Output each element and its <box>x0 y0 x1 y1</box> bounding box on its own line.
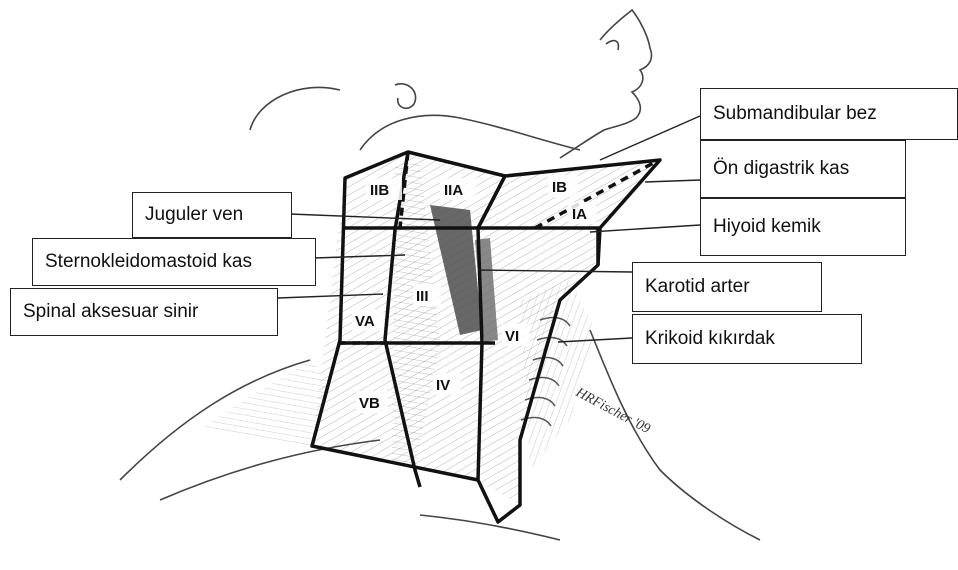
head-outline <box>250 10 652 158</box>
label-text: Spinal aksesuar sinir <box>23 301 198 323</box>
level-iv-label: IV <box>436 377 450 394</box>
label-submandibular-gland: Submandibular bez <box>700 88 958 140</box>
label-anterior-digastric: Ön digastrik kas <box>700 140 906 198</box>
label-sternocleidomastoid: Sternokleidomastoid kas <box>32 238 316 286</box>
label-spinal-accessory-nerve: Spinal aksesuar sinir <box>10 288 278 336</box>
label-text: Ön digastrik kas <box>713 158 849 180</box>
label-carotid-artery: Karotid arter <box>632 262 822 312</box>
label-text: Karotid arter <box>645 276 750 298</box>
label-jugular-vein: Juguler ven <box>132 192 292 238</box>
level-iii-label: III <box>416 288 429 305</box>
label-text: Juguler ven <box>145 204 243 226</box>
label-text: Submandibular bez <box>713 103 877 125</box>
level-ia-label: IA <box>572 206 587 223</box>
level-iib-label: IIB <box>370 182 389 199</box>
label-cricoid-cartilage: Krikoid kıkırdak <box>632 314 862 364</box>
level-va-label: VA <box>355 313 375 330</box>
label-hyoid-bone: Hiyoid kemik <box>700 198 906 256</box>
level-iia-label: IIA <box>444 182 463 199</box>
level-vb-label: VB <box>359 395 380 412</box>
level-ib-label: IB <box>552 179 567 196</box>
level-vi-label: VI <box>505 328 519 345</box>
artist-signature: HRFischer '09 <box>572 385 652 437</box>
label-text: Krikoid kıkırdak <box>645 328 775 350</box>
label-text: Hiyoid kemik <box>713 216 821 238</box>
label-text: Sternokleidomastoid kas <box>45 251 252 273</box>
